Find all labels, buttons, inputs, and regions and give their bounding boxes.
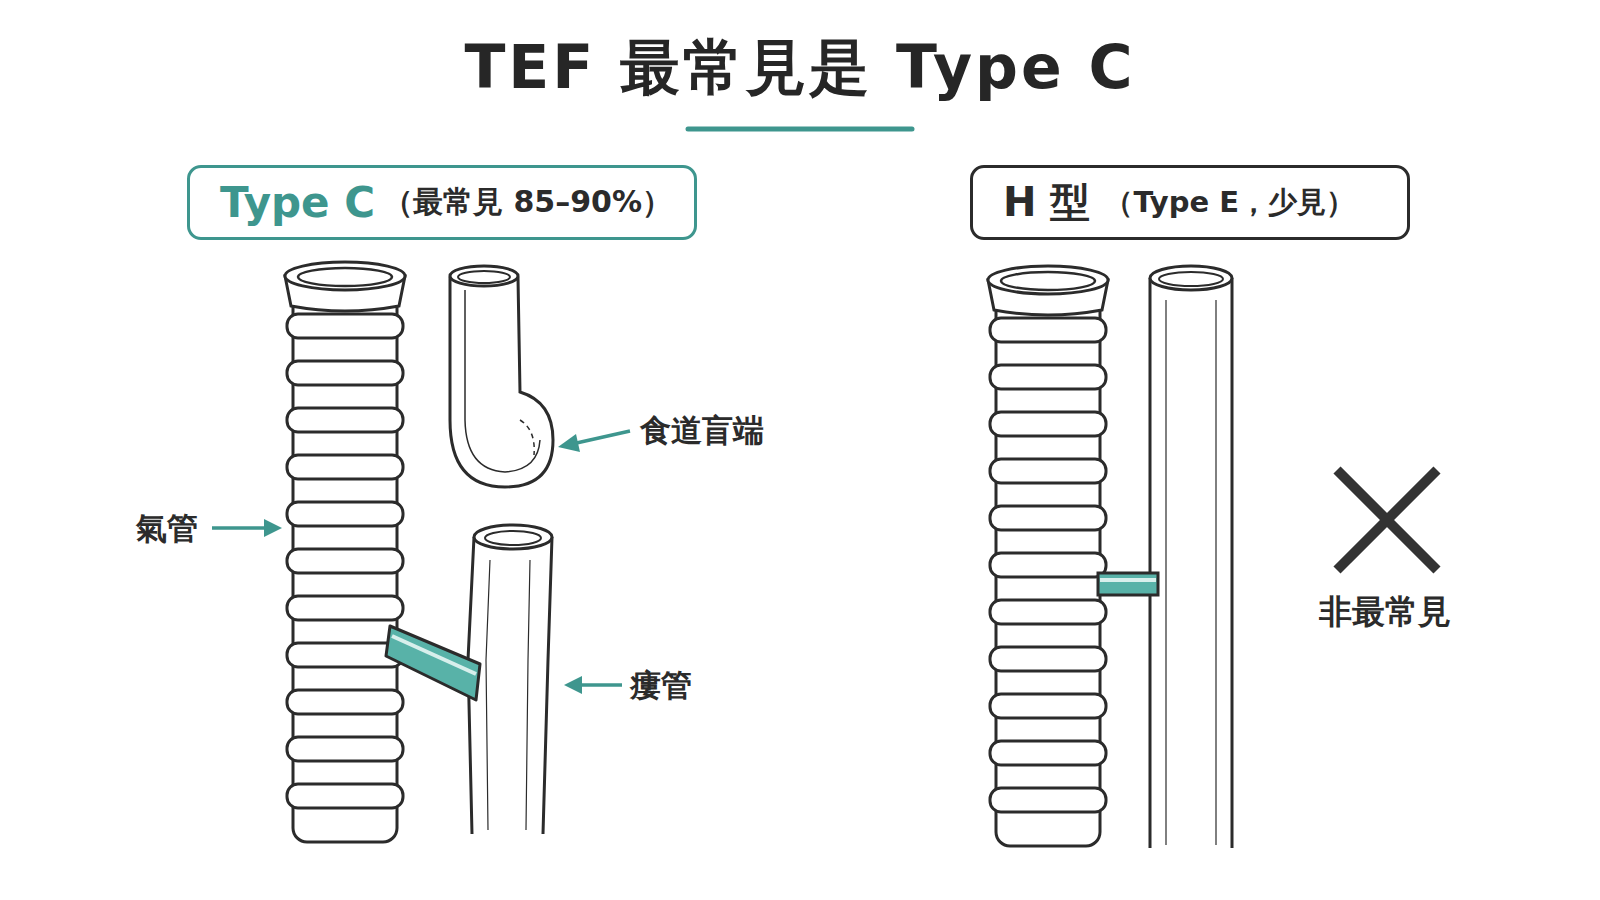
part-label: 氣管 — [136, 508, 198, 550]
box-heading: Type C — [220, 178, 375, 227]
leader-arrows — [212, 431, 630, 694]
part-label: 食道盲端 — [640, 410, 764, 452]
title-box: Type C（最常見 85–90%） — [187, 165, 697, 240]
part-label: 瘻管 — [630, 665, 692, 707]
box-heading: H 型 — [1003, 175, 1090, 230]
diagram-title: TEF 最常見是 Type C — [0, 28, 1600, 109]
trachea-drawing — [285, 262, 405, 842]
cross-mark — [1337, 470, 1437, 570]
note-label: 非最常見 — [1319, 590, 1451, 635]
title-box: H 型 （Type E，少見） — [970, 165, 1410, 240]
fistula-drawing — [386, 626, 480, 700]
lower-esophagus — [468, 525, 552, 834]
fistula-drawing — [1098, 573, 1158, 595]
trachea-drawing — [988, 266, 1108, 846]
esophagus-straight — [1150, 266, 1232, 848]
box-subtext: （最常見 85–90%） — [383, 182, 672, 223]
box-subtext: （Type E，少見） — [1104, 183, 1355, 223]
upper-esophagus-pouch — [450, 266, 553, 487]
title-underline — [688, 127, 912, 132]
